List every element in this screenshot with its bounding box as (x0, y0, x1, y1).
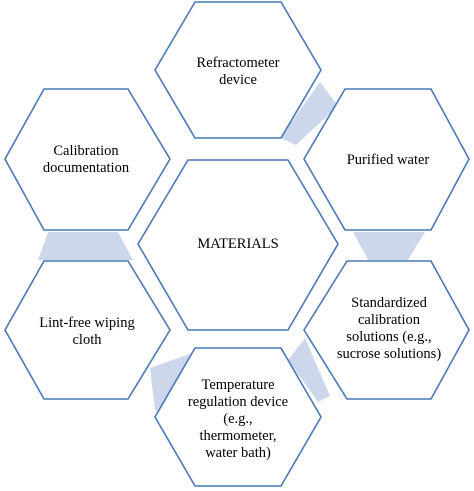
label-temperature-device: Temperature regulation device (e.g., the… (187, 376, 289, 461)
connector-refractometer-purified-water (280, 82, 338, 145)
hexagon-purified-water (303, 88, 470, 231)
connector-solutions-temperature-device (288, 338, 330, 402)
label-standardized-solutions: Standardized calibration solutions (e.g.… (336, 295, 442, 362)
hexagon-temperature-device (154, 347, 322, 487)
label-purified-water: Purified water (346, 151, 430, 168)
hexagon-standardized-solutions (303, 260, 470, 400)
hexagon-lint-free-cloth (4, 260, 171, 400)
label-calibration-documentation: Calibration documentation (42, 143, 130, 176)
label-refractometer: Refractometer device (196, 55, 280, 88)
center-hexagon (137, 159, 339, 331)
center-label: MATERIALS (197, 235, 279, 252)
hexagon-refractometer (154, 1, 322, 139)
connector-purified-water-solutions (353, 232, 425, 260)
label-lint-free-cloth: Lint-free wiping cloth (39, 315, 135, 348)
hexagon-calibration-documentation (4, 88, 171, 231)
connector-cloth-documentation (38, 232, 133, 260)
